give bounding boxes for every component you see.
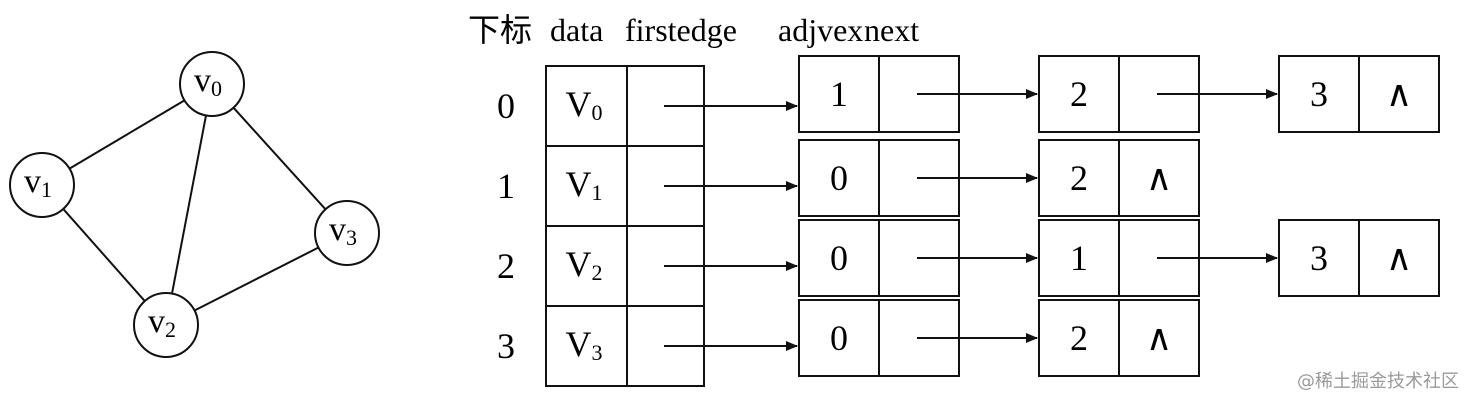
graph-edge-v0-v2: [171, 115, 207, 294]
node-circle: [179, 51, 245, 117]
adjvex-value: 2: [1070, 158, 1088, 198]
edge-node: 1: [798, 55, 1038, 133]
vertex-cell: V0: [545, 65, 705, 147]
header-adjvex: adjvex: [778, 12, 863, 48]
graph-node-v1: v1: [9, 152, 75, 218]
edge-node: 0: [798, 139, 1038, 217]
edge-node: 3∧: [1278, 219, 1440, 297]
graph-edges: [62, 99, 327, 312]
header-next: next: [864, 12, 919, 48]
watermark: @稀土掘金技术社区: [1297, 371, 1459, 392]
adjvex-value: 3: [1310, 238, 1328, 278]
edge-node: 2∧: [1038, 299, 1200, 377]
adjvex-value: 2: [1070, 74, 1088, 114]
edge-node: 0: [798, 299, 1038, 377]
row-index: 3: [497, 326, 515, 366]
row-index: 2: [497, 246, 515, 286]
vertex-data: V2: [566, 244, 603, 285]
row-index: 1: [497, 166, 515, 206]
graph-edge-v2-v3: [194, 246, 319, 312]
edge-node: 3∧: [1278, 55, 1440, 133]
adjvex-value: 1: [1070, 238, 1088, 278]
node-label: v1: [24, 163, 52, 202]
adjvex-value: 2: [1070, 318, 1088, 358]
vertex-data: V3: [566, 324, 603, 365]
adjvex-value: 0: [830, 318, 848, 358]
null-next: ∧: [1386, 74, 1412, 114]
graph-edge-v0-v1: [69, 99, 185, 170]
null-next: ∧: [1386, 238, 1412, 278]
adjvex-value: 1: [830, 74, 848, 114]
graph-node-v3: v3: [314, 200, 380, 266]
null-next: ∧: [1146, 318, 1172, 358]
vertex-data: V0: [566, 84, 603, 125]
node-label: v0: [194, 62, 222, 101]
node-circle: [133, 292, 199, 358]
adjvex-value: 0: [830, 238, 848, 278]
adjvex-value: 3: [1310, 74, 1328, 114]
header-firstedge: firstedge: [625, 12, 737, 48]
header-data: data: [550, 12, 603, 48]
graph-node-v0: v0: [179, 51, 245, 117]
edge-node: 2∧: [1038, 139, 1200, 217]
adjvex-value: 0: [830, 158, 848, 198]
graph-nodes: v0 v1 v2 v3: [9, 51, 380, 358]
node-circle: [9, 152, 75, 218]
graph-edge-v0-v3: [232, 107, 327, 210]
header-index: 下标: [468, 12, 532, 48]
graph-node-v2: v2: [133, 292, 199, 358]
node-circle: [314, 200, 380, 266]
edge-node: 0: [798, 219, 1038, 297]
edge-node: 2: [1038, 55, 1278, 133]
vertex-data: V1: [566, 164, 603, 205]
row-index: 0: [497, 86, 515, 126]
edge-node: 1: [1038, 219, 1278, 297]
node-label: v3: [329, 211, 357, 250]
null-next: ∧: [1146, 158, 1172, 198]
graph-edge-v1-v2: [62, 208, 146, 302]
node-label: v2: [148, 303, 176, 342]
